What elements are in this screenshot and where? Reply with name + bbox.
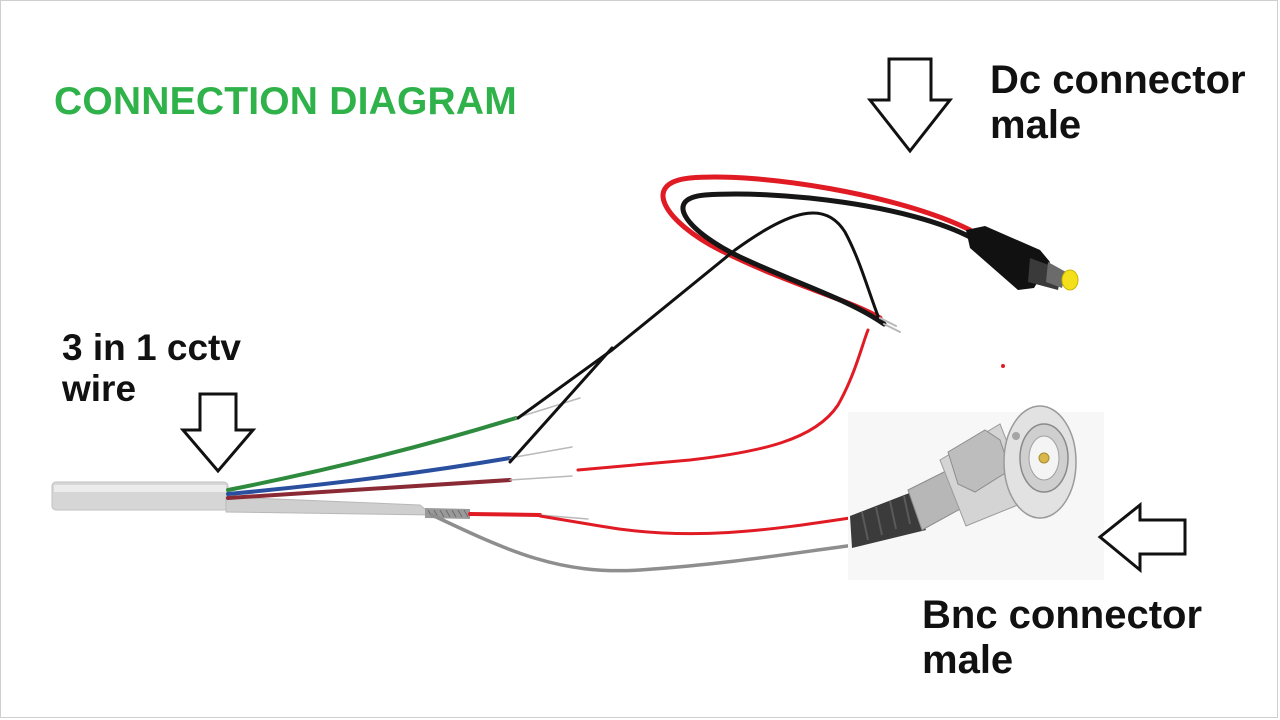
drawn-connections [430,211,1005,573]
bnc-cable-texture [861,495,911,541]
cctv-wire-label-line-1: 3 in 1 cctv [62,327,241,368]
coax-core-stripped [539,514,589,520]
coax-braid-texture [427,509,469,518]
blue-wire [226,456,512,496]
green-wire [226,416,518,492]
bnc-connector-label-line-2: male [922,637,1014,682]
red-connection-dc [576,328,870,472]
dc-connector-ring [1046,262,1066,288]
dc-connector-label-line-1: Dc connector [990,58,1246,102]
red-connection-bnc [538,514,852,536]
bnc-connector-label-line-1: Bnc connector [922,593,1203,637]
dc-connector-label-line-2: male [990,102,1082,147]
down-arrow-outline-icon [866,57,954,154]
cctv-cable [51,481,470,519]
bnc-bayonet-stud [1012,432,1020,440]
cable-wires [226,397,589,520]
blue-wire-stripped [509,446,573,459]
dc-pigtail [660,174,975,333]
black-connection-blue [508,346,614,464]
cctv-wire-label-line-2: wire [62,368,137,410]
maroon-wire [226,478,512,500]
dc-lead-tips [879,317,901,333]
bnc-center-pin [1038,452,1050,464]
cable-jacket-highlight [54,485,226,492]
cctv-wire-label: 3 in 1 cctv wire [62,327,241,410]
coax-inner-sheath [225,496,434,516]
dc-connector [966,226,1079,291]
down-arrow-outline-icon [179,392,257,474]
dc-black-lead [680,191,975,327]
coax-core [468,512,542,517]
red-dot [1001,364,1005,368]
gray-connection-bnc [430,513,857,573]
green-wire-stripped [515,397,581,419]
diagram-title: CONNECTION DIAGRAM [54,80,517,123]
bnc-connector [848,405,1104,580]
left-arrow-outline-icon [1097,501,1187,574]
maroon-wire-stripped [509,475,573,481]
dc-connector-label: Dc connector male [990,58,1246,148]
black-connection-green [516,211,880,420]
arrows [179,57,1187,574]
dc-connector-tip [1061,269,1079,291]
bnc-connector-label: Bnc connector male [922,593,1202,683]
